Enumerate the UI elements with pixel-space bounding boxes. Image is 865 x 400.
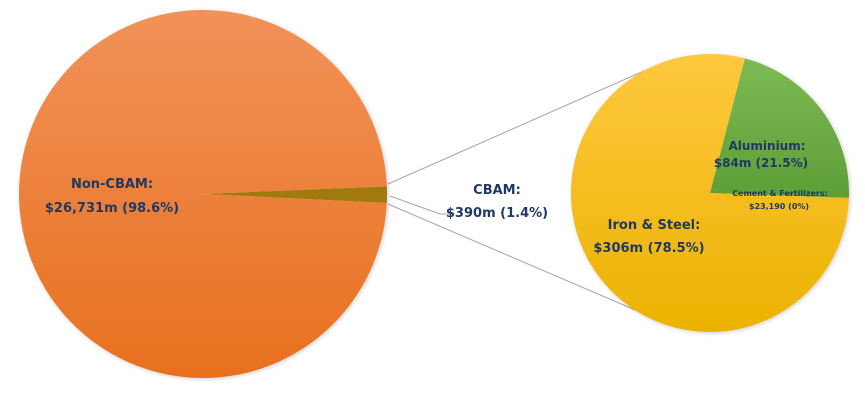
pie-slice-iron-steel [571,54,849,332]
label-cbam-name: CBAM: [473,183,521,198]
pie-slice-cement-fertilizers [710,193,849,198]
label-iron-steel-name: Iron & Steel: [608,218,701,233]
label-aluminium-name: Aluminium: [728,139,805,153]
pie-slice-non-cbam [18,9,387,378]
label-aluminium-value: $84m (21.5%) [714,156,808,170]
pie-slice-aluminium [710,58,849,198]
label-cement-name: Cement & Fertilizers: [732,189,828,198]
cbam-leader-line [389,195,452,215]
connector-line-bottom [387,203,641,313]
main-pie [18,9,387,378]
label-non-cbam-value: $26,731m (98.6%) [45,201,179,216]
connector-line-top [387,69,647,185]
label-cbam-value: $390m (1.4%) [446,206,548,221]
pie-slice-cbam [203,186,387,203]
label-iron-steel-value: $306m (78.5%) [593,241,704,256]
label-cement-value: $23,190 (0%) [749,202,809,211]
label-non-cbam-name: Non-CBAM: [71,177,153,192]
secondary-pie [571,54,849,332]
connector-lines [387,69,647,313]
